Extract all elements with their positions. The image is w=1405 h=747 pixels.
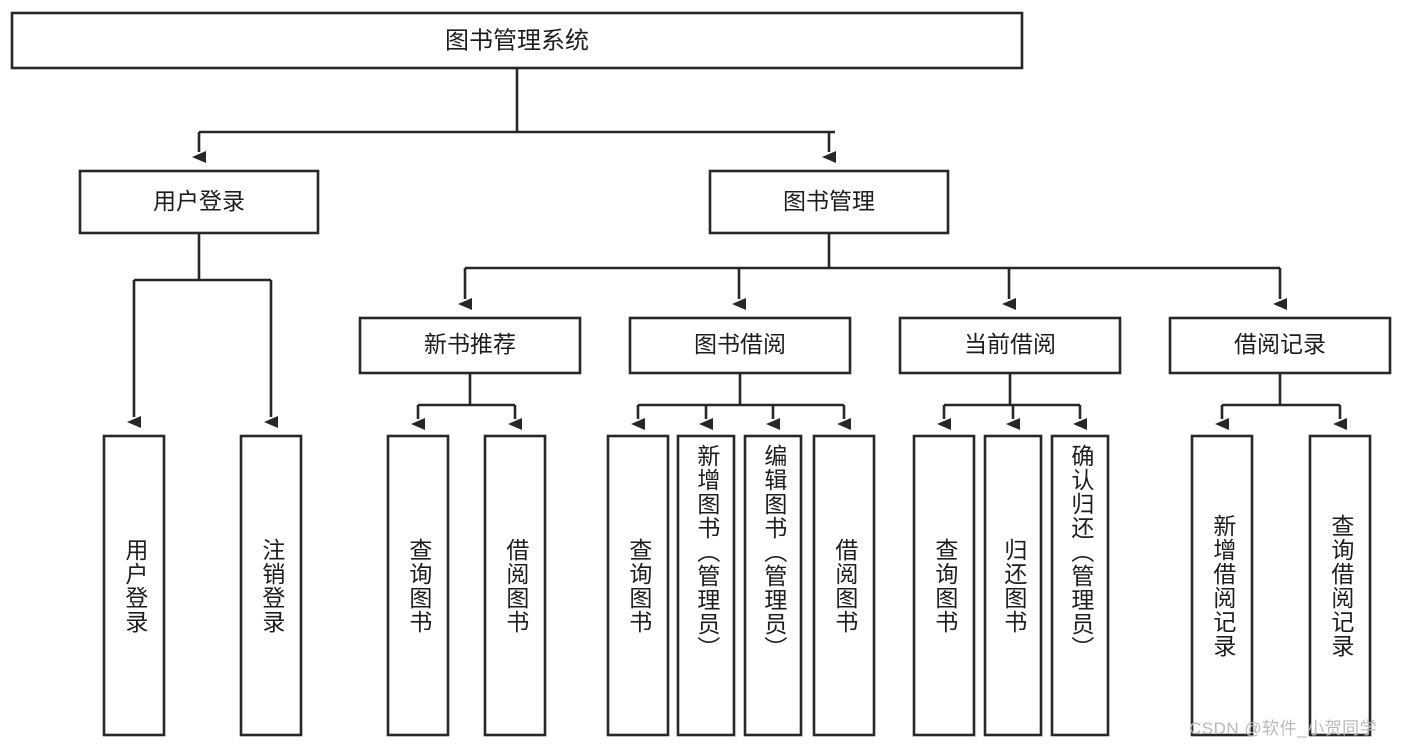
node-leaf-borrow-book-2[interactable] [812, 434, 876, 737]
node-leaf-query-record[interactable] [1308, 434, 1372, 737]
node-book-manage-label: 图书管理 [783, 188, 875, 214]
node-root[interactable]: 图书管理系统 [10, 11, 1024, 70]
node-leaf-user-login[interactable] [102, 434, 166, 737]
node-user-login[interactable]: 用户登录 [78, 169, 320, 235]
connector-group-root [192, 68, 836, 163]
node-leaf-return-book[interactable] [983, 434, 1043, 737]
connector-group-user-login [127, 233, 278, 428]
node-leaf-add-book[interactable] [676, 434, 736, 737]
csdn-watermark: CSDN @软件_小贺同学 [1189, 719, 1378, 738]
node-leaf-user-logout[interactable] [239, 434, 303, 737]
node-leaf-query-book-2[interactable] [606, 434, 670, 737]
node-borrow-record-label: 借阅记录 [1234, 331, 1326, 357]
node-root-label: 图书管理系统 [445, 27, 589, 54]
node-book-borrow-label: 图书借阅 [694, 331, 786, 357]
node-new-book-rec-label: 新书推荐 [424, 331, 516, 357]
connector-group-current-borrow [937, 373, 1087, 430]
node-current-borrow[interactable]: 当前借阅 [898, 316, 1122, 375]
node-borrow-record[interactable]: 借阅记录 [1168, 316, 1392, 375]
leaf-nodes-group [102, 434, 1372, 737]
node-leaf-query-book-1[interactable] [386, 434, 450, 737]
node-leaf-confirm-return[interactable] [1050, 434, 1110, 737]
connector-group-new-book-rec [411, 373, 522, 430]
node-leaf-add-record[interactable] [1190, 434, 1254, 737]
connector-group-book-manage [458, 233, 1287, 310]
node-user-login-label: 用户登录 [153, 188, 245, 214]
node-new-book-rec[interactable]: 新书推荐 [358, 316, 582, 375]
connector-group-book-borrow [631, 373, 851, 430]
node-book-borrow[interactable]: 图书借阅 [628, 316, 852, 375]
connector-group-borrow-record [1215, 373, 1347, 430]
node-leaf-borrow-book-1[interactable] [483, 434, 547, 737]
node-leaf-query-book-3[interactable] [912, 434, 976, 737]
node-book-manage[interactable]: 图书管理 [708, 169, 950, 235]
node-leaf-edit-book[interactable] [743, 434, 803, 737]
node-current-borrow-label: 当前借阅 [964, 331, 1056, 357]
